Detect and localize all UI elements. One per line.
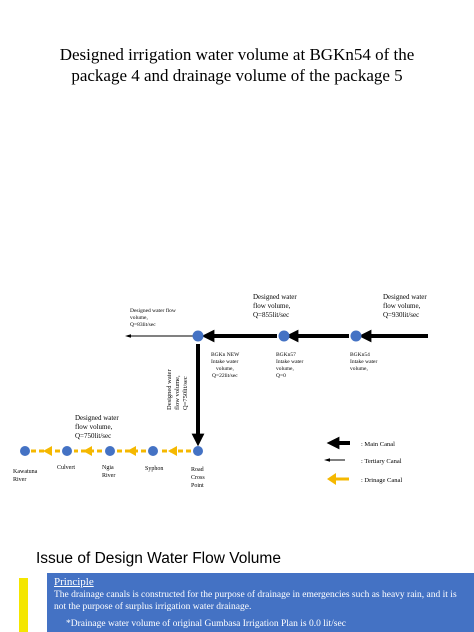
svg-text:volume,: volume, — [350, 366, 368, 372]
svg-text:BGKn54: BGKn54 — [350, 352, 370, 358]
svg-text:flow volume,: flow volume, — [174, 375, 181, 410]
issue-heading: Issue of Design Water Flow Volume — [36, 550, 281, 567]
point-labels: Kawatuna River Culvert Ngia River Syphon… — [13, 465, 205, 489]
svg-text:Q=0: Q=0 — [276, 373, 286, 379]
svg-text:Intake water: Intake water — [350, 359, 377, 365]
principle-title: Principle — [54, 576, 94, 588]
svg-text:Q=930lit/sec: Q=930lit/sec — [383, 311, 419, 319]
svg-text:Ngia: Ngia — [102, 465, 114, 471]
svg-text:Q=83lit/sec: Q=83lit/sec — [130, 322, 156, 328]
svg-text:Designed water flow: Designed water flow — [130, 307, 176, 314]
svg-text:Cross: Cross — [191, 475, 205, 481]
tertiary-flow-label: Designed water flow volume, Q=83lit/sec — [130, 307, 176, 328]
svg-text:volume,: volume, — [216, 366, 234, 372]
main-flow-label-right: Designed water flow volume, Q=930lit/sec — [383, 293, 427, 319]
node-bgkn57-label: BGKn57 Intake water volume, Q=0 — [276, 352, 303, 379]
legend-drainage-arrowhead — [327, 473, 336, 485]
svg-text:Kawatuna: Kawatuna — [13, 469, 38, 475]
principle-box: Principle The drainage canals is constru… — [47, 573, 474, 632]
node-bgkn54 — [350, 330, 362, 342]
svg-text:Q=750lit/sec: Q=750lit/sec — [182, 376, 189, 410]
legend: : Main Canal : Tertiary Canal : Drinage … — [324, 436, 402, 485]
svg-text:volume,: volume, — [130, 315, 148, 321]
svg-text:Intake water: Intake water — [211, 359, 238, 365]
legend-drainage-canal-label: : Drinage Canal — [361, 477, 402, 484]
svg-text:Q=855lit/sec: Q=855lit/sec — [253, 311, 289, 319]
node-bgkn54-label: BGKn54 Intake water volume, — [350, 352, 377, 372]
svg-text:Q=750lit/sec: Q=750lit/sec — [75, 432, 111, 440]
principle-note: *Drainage water volume of original Gumba… — [66, 619, 346, 629]
main-flow-label-mid: Designed water flow volume, Q=855lit/sec — [253, 293, 297, 319]
legend-main-canal-label: : Main Canal — [361, 441, 395, 448]
svg-text:flow volume,: flow volume, — [383, 302, 421, 310]
svg-text:Intake water: Intake water — [276, 359, 303, 365]
svg-text:flow volume,: flow volume, — [75, 423, 113, 431]
svg-text:Designed water: Designed water — [253, 293, 297, 301]
svg-text:Q=22lit/sec: Q=22lit/sec — [212, 373, 238, 379]
slide-title: Designed irrigation water volume at BGKn… — [59, 45, 415, 85]
point-ngia-river — [105, 446, 115, 456]
legend-tertiary-canal-label: : Tertiary Canal — [361, 458, 402, 465]
svg-text:Designed water: Designed water — [75, 414, 119, 422]
point-kawatuna-river — [20, 446, 30, 456]
node-bgkn-new — [192, 330, 204, 342]
point-syphon — [148, 446, 158, 456]
svg-text:Point: Point — [191, 483, 204, 489]
svg-text:BGKn57: BGKn57 — [276, 352, 296, 358]
svg-text:Designed water: Designed water — [166, 369, 173, 410]
svg-text:BGKn NEW: BGKn NEW — [211, 352, 240, 358]
svg-text:Road: Road — [191, 467, 204, 473]
point-road-cross — [193, 446, 203, 456]
svg-text:Designed water: Designed water — [383, 293, 427, 301]
drain-flow-label: Designed water flow volume, Q=750lit/sec — [75, 414, 119, 440]
accent-bar — [19, 578, 28, 632]
drainage-arrowheads — [43, 446, 177, 456]
principle-text: The drainage canals is constructed for t… — [54, 590, 457, 612]
node-bgkn-new-label: BGKn NEW Intake water volume, Q=22lit/se… — [211, 352, 240, 379]
svg-text:flow volume,: flow volume, — [253, 302, 291, 310]
svg-text:River: River — [13, 477, 26, 483]
vertical-flow-label: Designed water flow volume, Q=750lit/sec — [166, 369, 189, 410]
svg-text:Culvert: Culvert — [57, 465, 75, 471]
point-culvert — [62, 446, 72, 456]
svg-text:River: River — [102, 473, 115, 479]
svg-text:volume,: volume, — [276, 366, 294, 372]
node-bgkn57 — [278, 330, 290, 342]
svg-text:Syphon: Syphon — [145, 466, 163, 472]
